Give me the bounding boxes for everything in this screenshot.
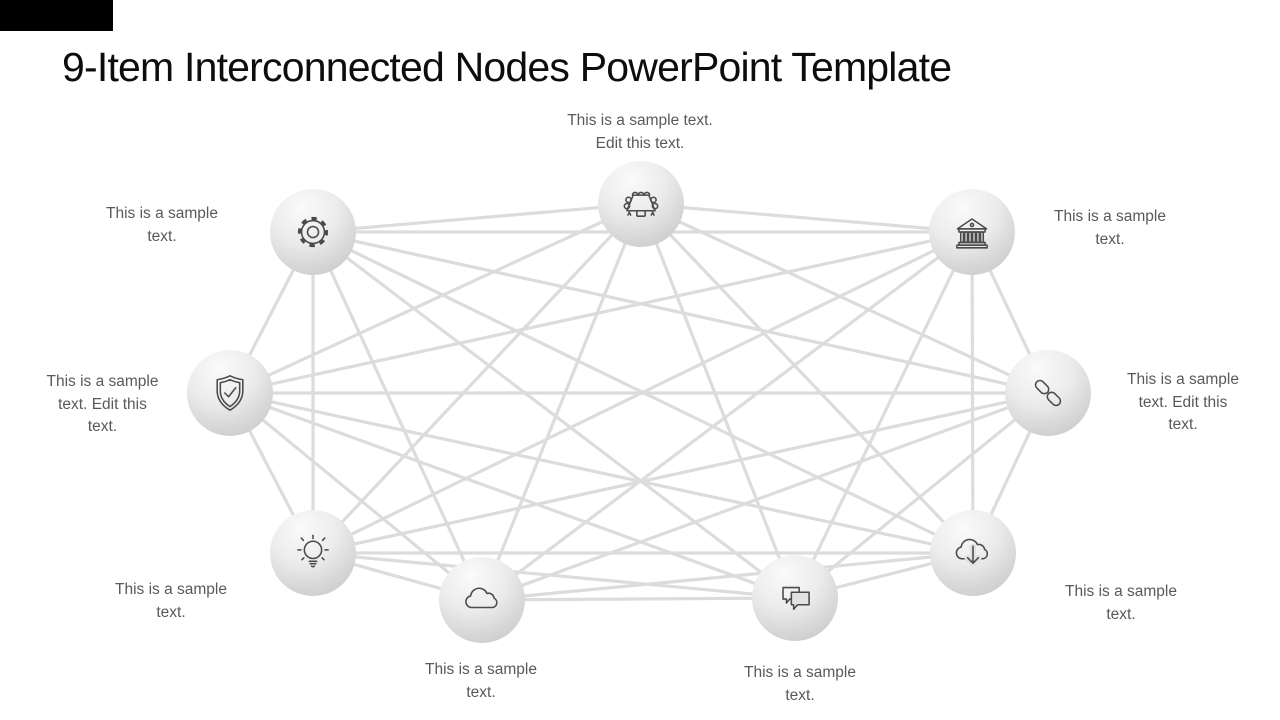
node-label-lightbulb[interactable]: This is a sample text. [115, 581, 227, 621]
connection-line [793, 231, 974, 599]
node-label-shield[interactable]: This is a sample text. Edit this text. [46, 373, 159, 435]
connection-line [312, 230, 796, 600]
node-label-link[interactable]: This is a sample text. Edit this text. [1127, 371, 1239, 433]
node-link[interactable] [1005, 350, 1091, 436]
connection-line [481, 391, 1049, 602]
connection-line [312, 230, 1049, 395]
connection-line [311, 202, 643, 555]
connection-line [229, 391, 796, 600]
connection-line [640, 202, 973, 234]
corner-bar [0, 0, 113, 31]
node-label-bank[interactable]: This is a sample text. [1054, 208, 1166, 248]
connection-line [480, 203, 643, 601]
node-bank[interactable] [929, 189, 1015, 275]
connection-line [640, 202, 1049, 395]
meeting-icon [623, 191, 659, 217]
connection-line [481, 230, 973, 602]
connection-line [793, 391, 1050, 600]
connection-line [228, 391, 484, 602]
connection-line [311, 231, 484, 601]
connection-line [312, 551, 796, 600]
connection-line [229, 391, 974, 555]
node-cloud-download[interactable] [930, 510, 1016, 596]
cloud-icon [465, 587, 498, 609]
node-label-meeting[interactable]: This is a sample text. Edit this text. [567, 112, 713, 152]
connection-line [639, 203, 797, 599]
node-label-gear[interactable]: This is a sample text. [106, 205, 218, 245]
chat-icon [782, 586, 810, 611]
slide-title: 9-Item Interconnected Nodes PowerPoint T… [62, 44, 952, 90]
connection-line [312, 391, 1049, 555]
node-label-chat[interactable]: This is a sample text. [744, 664, 856, 704]
node-gear[interactable] [270, 189, 356, 275]
node-label-cloud[interactable]: This is a sample text. [425, 661, 537, 701]
shield-check-icon [216, 375, 244, 411]
node-cloud[interactable] [439, 557, 525, 643]
node-meeting[interactable] [598, 161, 684, 247]
connection-line [229, 202, 642, 395]
cloud-download-icon [955, 538, 989, 567]
gear-icon [297, 216, 329, 248]
connection-line [481, 596, 796, 602]
connection-line [229, 230, 973, 395]
node-lightbulb[interactable] [270, 510, 356, 596]
node-shield[interactable] [187, 350, 273, 436]
lightbulb-icon [297, 534, 329, 568]
connection-line [312, 202, 642, 234]
connection-line [639, 202, 975, 555]
connection-line [481, 551, 974, 602]
link-icon [1034, 379, 1062, 407]
bank-icon [956, 218, 988, 249]
node-label-cloud-download[interactable]: This is a sample text. [1065, 583, 1177, 623]
node-chat[interactable] [752, 555, 838, 641]
